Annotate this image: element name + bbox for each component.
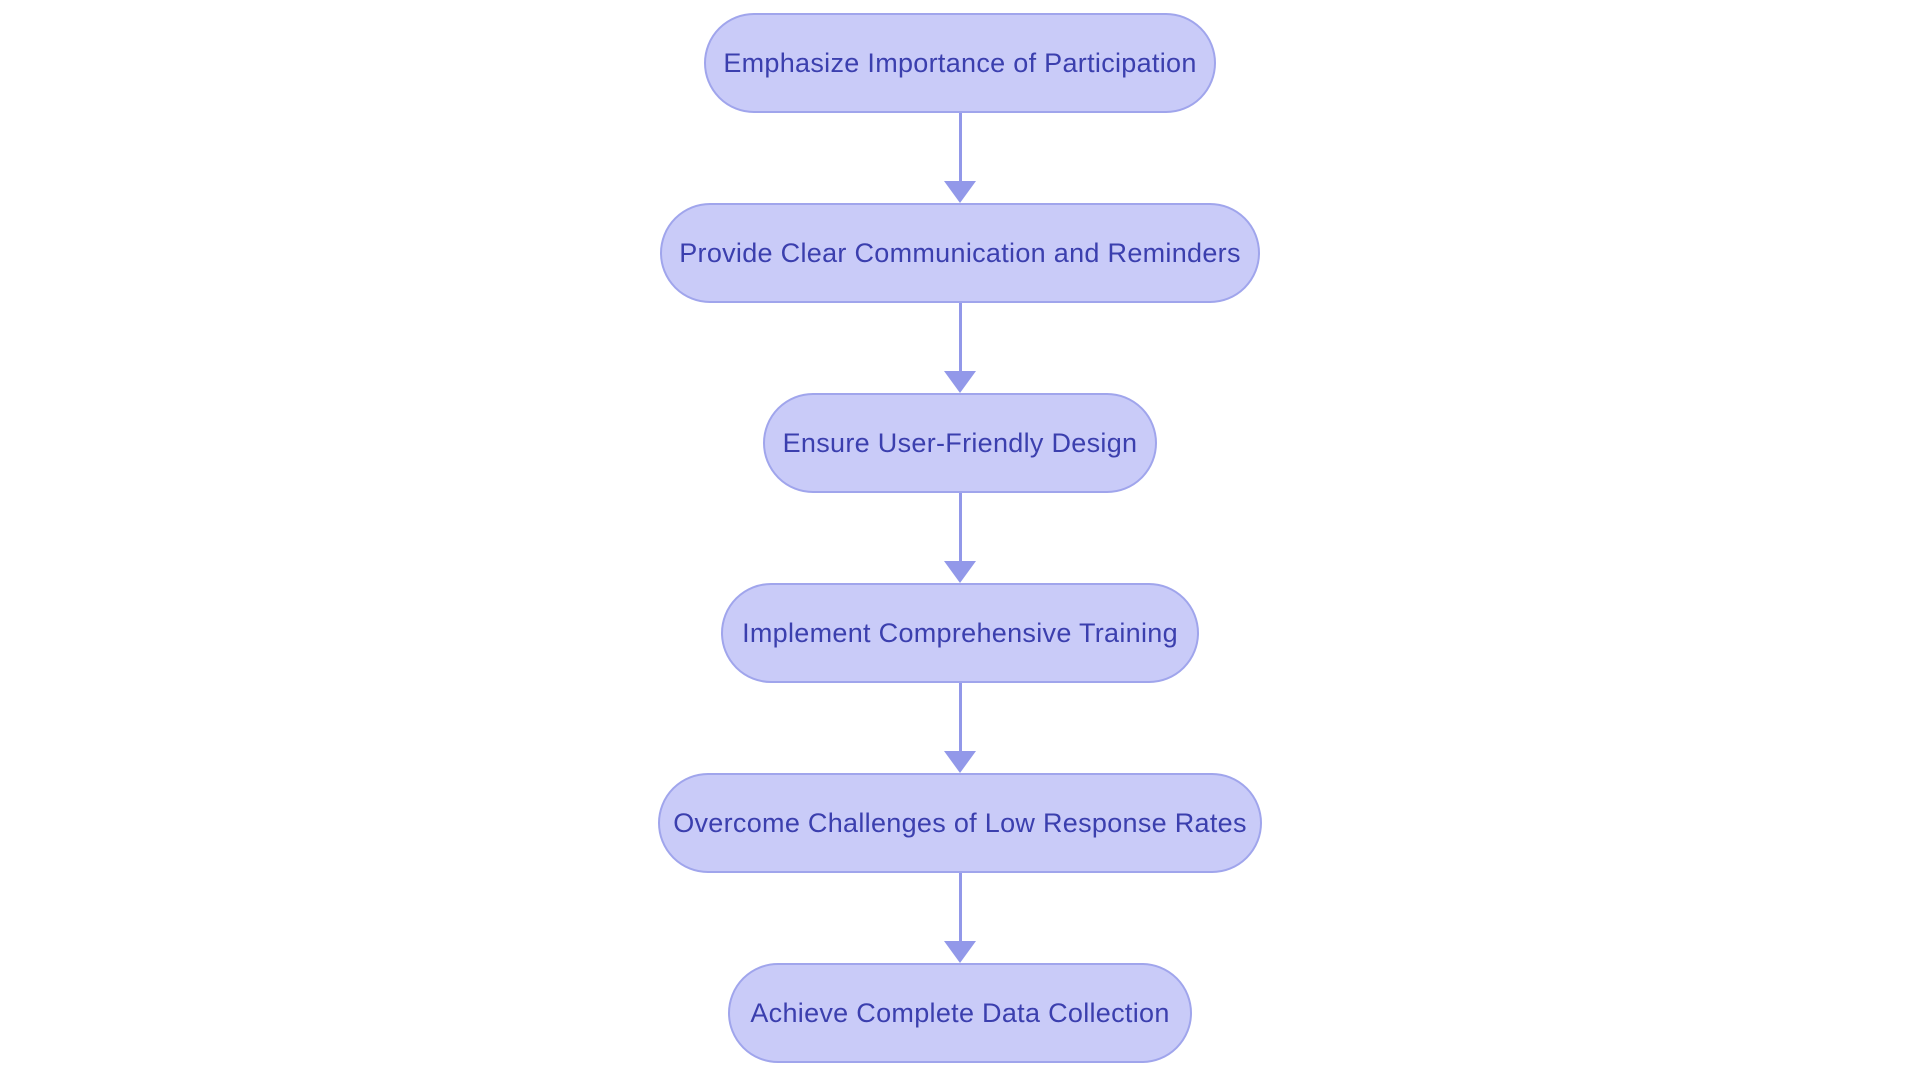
arrow-down-icon [944,751,976,773]
arrow-line [958,303,962,373]
arrow-down-icon [944,941,976,963]
flow-node-label: Ensure User-Friendly Design [782,427,1138,458]
arrow-line [958,493,962,563]
flow-node-n2: Provide Clear Communication and Reminder… [660,203,1260,303]
arrow-down-icon [944,561,976,583]
flow-node-label: Implement Comprehensive Training [742,617,1178,648]
arrow-line [958,873,962,943]
flow-node-label: Provide Clear Communication and Reminder… [679,237,1241,268]
arrow-down-icon [944,181,976,203]
flow-node-n6: Achieve Complete Data Collection [728,963,1192,1063]
flow-node-n1: Emphasize Importance of Participation [704,13,1216,113]
flow-node-n3: Ensure User-Friendly Design [763,393,1157,493]
flow-node-label: Achieve Complete Data Collection [750,997,1170,1028]
flow-node-n5: Overcome Challenges of Low Response Rate… [658,773,1262,873]
arrow-line [958,683,962,753]
arrow-line [958,113,962,183]
arrow-down-icon [944,371,976,393]
flow-node-label: Overcome Challenges of Low Response Rate… [673,807,1247,838]
flow-node-n4: Implement Comprehensive Training [721,583,1199,683]
flow-node-label: Emphasize Importance of Participation [723,47,1197,78]
